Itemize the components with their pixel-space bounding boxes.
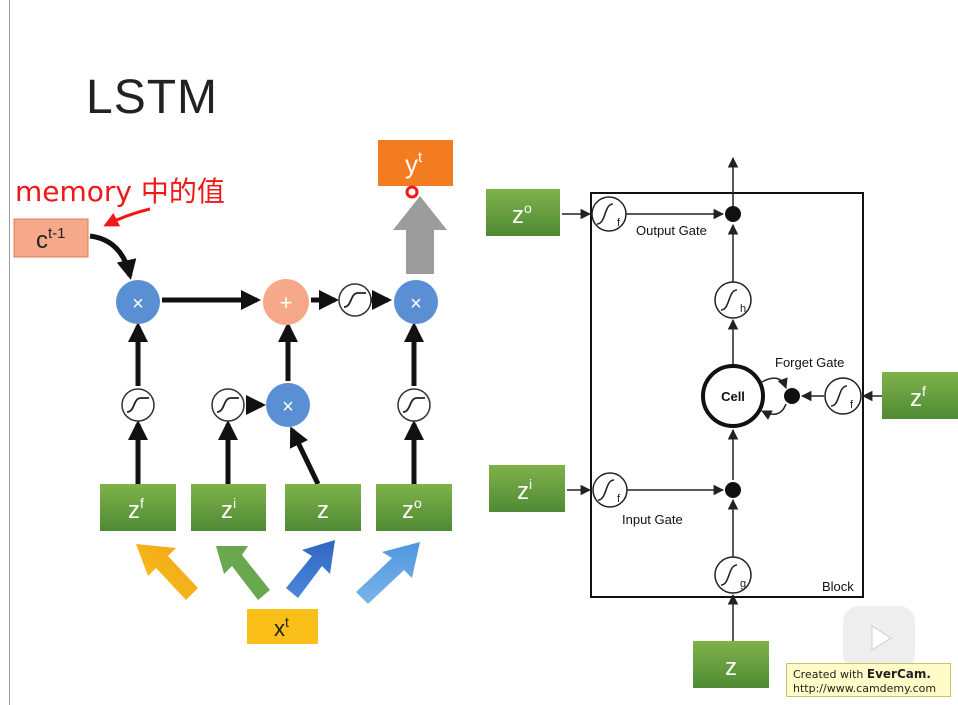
- watermark-brand: EverCam.: [866, 667, 931, 681]
- forget-gate-label: Forget Gate: [775, 355, 844, 370]
- cell-to-forget-arc: [761, 377, 788, 389]
- svg-text:h: h: [740, 303, 746, 315]
- sigma-f-output-icon: f: [591, 196, 627, 232]
- output-multiply-node: [394, 280, 438, 324]
- sigma-g-icon: g: [714, 556, 752, 594]
- sigma-f-input-icon: f: [592, 472, 628, 508]
- sigmoid-icon: [211, 388, 245, 422]
- add-symbol: +: [280, 290, 293, 315]
- input-mult-dot: [725, 482, 741, 498]
- slide-title: LSTM: [86, 71, 219, 124]
- cell-node: [701, 364, 765, 428]
- svg-text:zo: zo: [512, 200, 532, 229]
- sigma-f-forget-icon: f: [824, 377, 862, 415]
- sigmoid-icon: [121, 388, 155, 422]
- gate-box-z: z: [285, 484, 361, 531]
- zi-box: zi: [489, 465, 565, 512]
- output-y-box: [378, 140, 453, 186]
- c-prev-label: ct-1: [36, 225, 66, 254]
- watermark-url: http://www.camdemy.com: [793, 682, 937, 695]
- input-multiply-symbol: ×: [282, 396, 294, 418]
- forget-mult-dot: [784, 388, 800, 404]
- input-arrow-green: [216, 546, 270, 600]
- input-arrow-blue: [286, 540, 335, 598]
- c-prev-arrow: [89, 233, 137, 280]
- zf-box: zf: [882, 372, 958, 419]
- input-x-label: xt: [274, 614, 289, 641]
- forget-to-cell-arc: [761, 403, 787, 420]
- svg-text:f: f: [617, 217, 621, 229]
- sigma-h-icon: h: [714, 281, 752, 319]
- slide-edge-line: [9, 0, 10, 705]
- forget-multiply-symbol: ×: [132, 293, 144, 315]
- svg-text:f: f: [617, 493, 621, 505]
- z-box: z: [693, 641, 769, 688]
- output-gate-label: Output Gate: [636, 223, 707, 238]
- svg-text:z: z: [725, 654, 737, 681]
- svg-text:zo: zo: [402, 495, 422, 524]
- gate-box-zf: zf: [100, 484, 176, 531]
- gate-box-zi: zi: [191, 484, 266, 531]
- sigmoid-icon: [397, 388, 431, 422]
- gate-box-zo: zo: [376, 484, 452, 531]
- evercam-watermark: Created with EverCam. http://www.camdemy…: [786, 663, 951, 697]
- svg-text:zf: zf: [910, 383, 926, 412]
- block-label: Block: [822, 579, 854, 594]
- forget-multiply-node: [116, 280, 160, 324]
- pointer-dot: [405, 185, 419, 199]
- input-arrow-lightblue: [356, 542, 420, 604]
- output-mult-dot: [725, 206, 741, 222]
- play-button[interactable]: [843, 606, 915, 670]
- memory-pointer-arrow: [103, 207, 151, 227]
- sigmoid-icon: [338, 283, 372, 317]
- input-multiply-node: [266, 383, 310, 427]
- cell-label: Cell: [721, 389, 745, 404]
- arrow-z-up: [289, 426, 321, 486]
- zo-box: zo: [486, 189, 560, 236]
- memory-label: memory 中的值: [15, 175, 225, 208]
- svg-text:z: z: [317, 497, 329, 524]
- output-y-label: yt: [405, 149, 423, 179]
- add-node: [263, 279, 309, 325]
- svg-text:g: g: [740, 578, 746, 590]
- input-x-box: [247, 609, 318, 644]
- input-gate-label: Input Gate: [622, 512, 683, 527]
- input-arrow-yellow: [136, 544, 198, 600]
- svg-text:f: f: [850, 399, 854, 411]
- watermark-prefix: Created with: [793, 668, 867, 681]
- c-prev-box: [13, 218, 89, 258]
- svg-text:zi: zi: [517, 476, 532, 505]
- play-icon: [871, 625, 892, 651]
- output-big-arrow: [393, 196, 447, 274]
- svg-text:zi: zi: [221, 495, 236, 524]
- output-multiply-symbol: ×: [410, 293, 422, 315]
- svg-text:zf: zf: [128, 495, 144, 524]
